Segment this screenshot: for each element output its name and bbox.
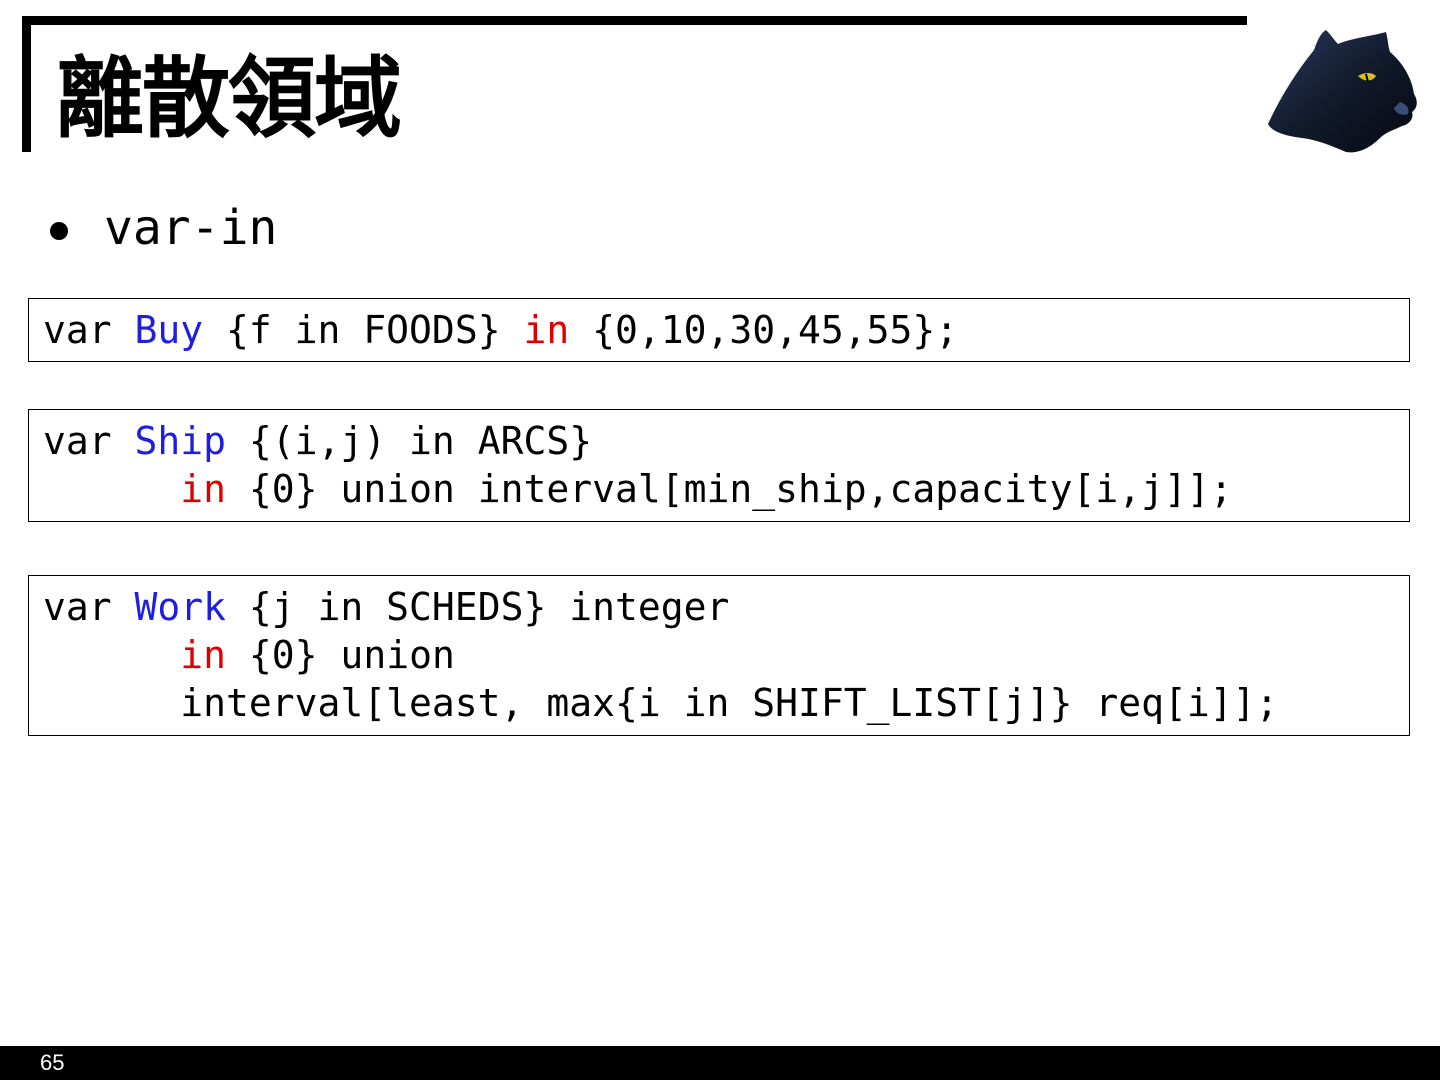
code-text: var <box>43 585 135 629</box>
code-line: var Ship {(i,j) in ARCS} <box>43 417 1409 465</box>
code-line: in {0} union <box>43 631 1409 679</box>
keyword-in: in <box>180 633 227 677</box>
code-line: var Buy {f in FOODS} in {0,10,30,45,55}; <box>43 306 1409 354</box>
title-frame-top-bar <box>22 16 1247 25</box>
bullet-text: var-in <box>104 200 278 256</box>
code-line: interval[least, max{i in SHIFT_LIST[j]} … <box>43 681 1279 725</box>
slide-title: 離散領域 <box>56 47 402 150</box>
variable-name: Work <box>134 585 227 629</box>
code-text: {j in SCHEDS} integer <box>226 585 730 629</box>
code-indent <box>43 467 180 511</box>
code-text: {f in FOODS} <box>203 308 524 352</box>
footer-bar: 65 <box>0 1046 1440 1080</box>
page-number: 65 <box>40 1050 65 1075</box>
code-block-ship: var Ship {(i,j) in ARCS} in {0} union in… <box>28 409 1410 522</box>
code-text: var <box>43 308 135 352</box>
code-block-work: var Work {j in SCHEDS} integer in {0} un… <box>28 575 1410 736</box>
title-frame-left-bar <box>22 16 31 152</box>
code-text: var <box>43 419 135 463</box>
code-text: {0} union interval[min_ship,capacity[i,j… <box>226 467 1233 511</box>
code-text: {(i,j) in ARCS} <box>226 419 593 463</box>
code-text: {0,10,30,45,55}; <box>569 308 959 352</box>
variable-name: Buy <box>134 308 204 352</box>
keyword-in: in <box>180 467 227 511</box>
bullet-dot-icon <box>50 222 68 240</box>
bullet-item: var-in <box>50 196 277 260</box>
keyword-in: in <box>523 308 570 352</box>
code-line: in {0} union interval[min_ship,capacity[… <box>43 465 1409 513</box>
code-line: var Work {j in SCHEDS} integer <box>43 583 1409 631</box>
panther-logo-icon <box>1268 30 1417 153</box>
code-text: {0} union <box>226 633 455 677</box>
variable-name: Ship <box>134 419 227 463</box>
code-block-buy: var Buy {f in FOODS} in {0,10,30,45,55}; <box>28 298 1410 362</box>
code-indent <box>43 633 180 677</box>
